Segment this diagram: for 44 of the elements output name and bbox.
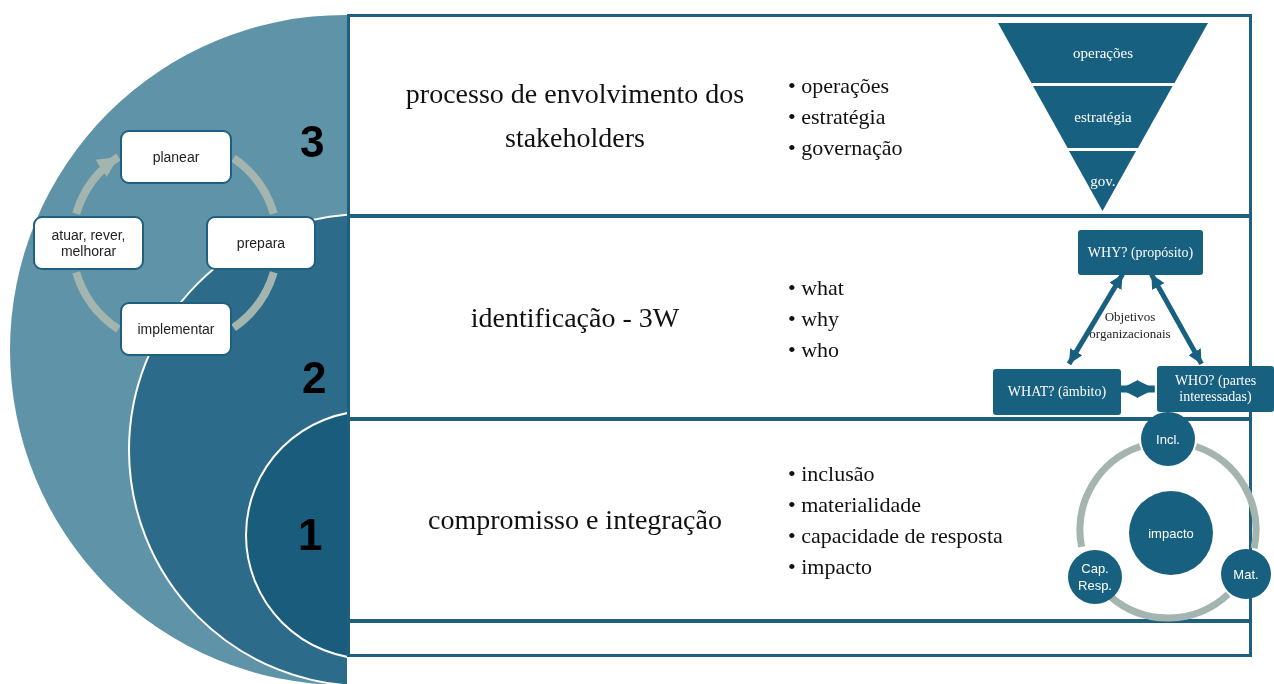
ring-segment bbox=[231, 270, 278, 331]
ring-segment bbox=[1194, 443, 1260, 549]
pyramid-segment bbox=[1033, 86, 1173, 148]
row-title: compromisso e integração bbox=[427, 503, 723, 537]
step-card: atuar, rever, melhorar bbox=[33, 216, 144, 270]
question-card: WHAT? (âmbito) bbox=[993, 369, 1121, 415]
bullet-item: • who bbox=[788, 335, 841, 363]
step-card: planear bbox=[120, 130, 232, 184]
arrow bbox=[72, 153, 121, 216]
segment-label: operações bbox=[1073, 44, 1133, 62]
level-number: 2 bbox=[302, 356, 327, 400]
ring-segment bbox=[72, 270, 121, 333]
row-title: processo de envolvimento dos stakeholders bbox=[404, 76, 746, 155]
bullet-item: • estratégia bbox=[788, 102, 887, 131]
empty-panel bbox=[347, 620, 1252, 657]
step-card: implementar bbox=[120, 302, 232, 356]
topic-circle: Cap. Resp. bbox=[1068, 550, 1122, 604]
row-title: identificação - 3W bbox=[469, 300, 681, 335]
double-arrow bbox=[1149, 273, 1204, 366]
ring-segment bbox=[1108, 591, 1231, 622]
segment-label: estratégia bbox=[1074, 108, 1132, 126]
bullet-item: • inclusão bbox=[788, 460, 876, 488]
level-number: 3 bbox=[300, 120, 325, 164]
question-card: WHY? (propósito) bbox=[1078, 230, 1203, 275]
segment-label: gov. bbox=[1090, 172, 1116, 190]
bullet-item: • operações bbox=[788, 71, 891, 100]
topic-circle: impacto bbox=[1129, 491, 1213, 575]
bullet-item: • impacto bbox=[788, 553, 874, 581]
ring-segment bbox=[1076, 443, 1142, 548]
center-note: Objetivos organizacionais bbox=[1088, 308, 1172, 342]
topic-circle: Mat. bbox=[1221, 549, 1271, 599]
bullet-item: • capacidade de resposta bbox=[788, 522, 1003, 550]
bullet-item: • governação bbox=[788, 133, 903, 162]
question-card: WHO? (partes interessadas) bbox=[1157, 366, 1274, 412]
bullet-item: • what bbox=[788, 273, 844, 301]
level-number: 1 bbox=[298, 513, 323, 557]
bullet-item: • why bbox=[788, 304, 841, 333]
pyramid-segment bbox=[998, 23, 1208, 83]
pyramid-segment bbox=[1069, 151, 1137, 211]
double-arrow bbox=[1066, 273, 1125, 366]
row-panel bbox=[347, 14, 1252, 217]
ring-segment bbox=[231, 155, 278, 216]
step-card: prepara bbox=[206, 216, 316, 270]
bullet-item: • materialidade bbox=[788, 491, 922, 519]
